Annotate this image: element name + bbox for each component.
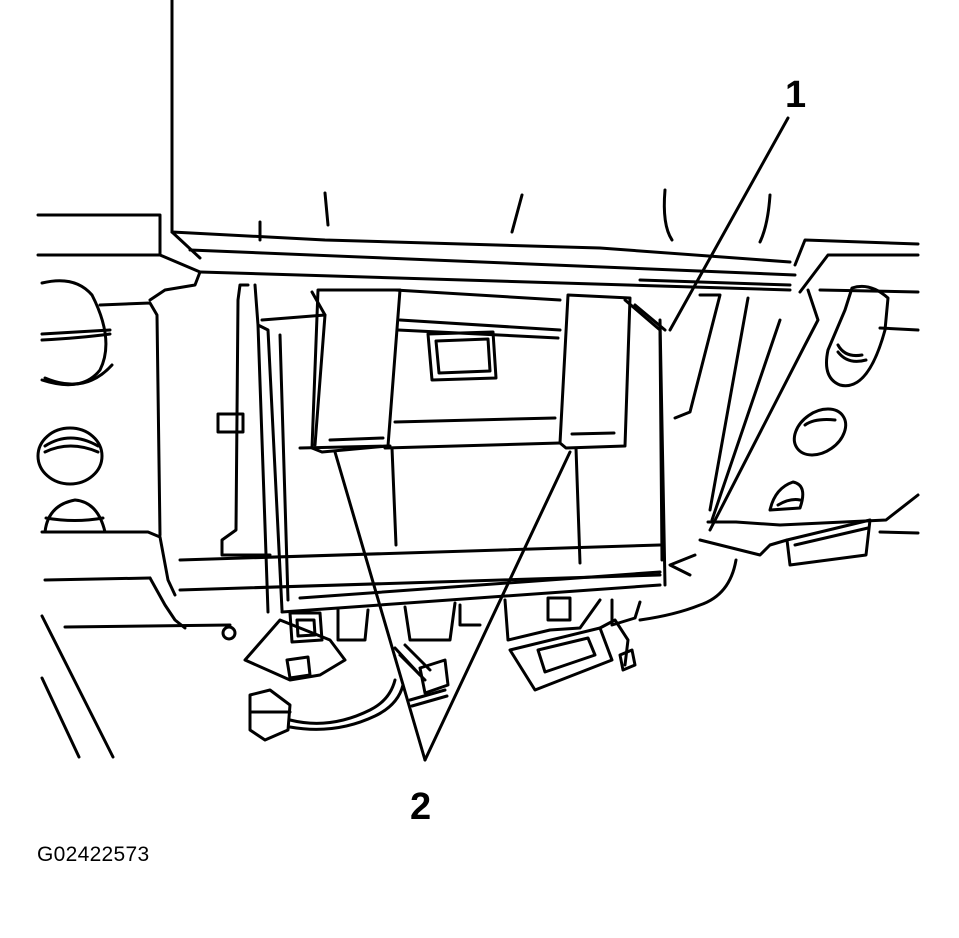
- upper-rail: [36, 0, 797, 302]
- control-module: [253, 283, 667, 614]
- pillar-lines: [40, 614, 115, 759]
- callout-label-2: 2: [410, 786, 432, 828]
- leader-lines: [333, 116, 790, 762]
- leader-line-1: [668, 116, 790, 332]
- callout-label-1: 1: [785, 74, 807, 116]
- left-dash-panel: [36, 279, 237, 641]
- leader-line-2b: [423, 450, 572, 762]
- right-dash-panel: [638, 238, 920, 622]
- figure-id-label: G02422573: [37, 843, 150, 866]
- leader-line-2a: [333, 450, 427, 762]
- connectors: [243, 596, 642, 742]
- retaining-tabs: [310, 288, 632, 454]
